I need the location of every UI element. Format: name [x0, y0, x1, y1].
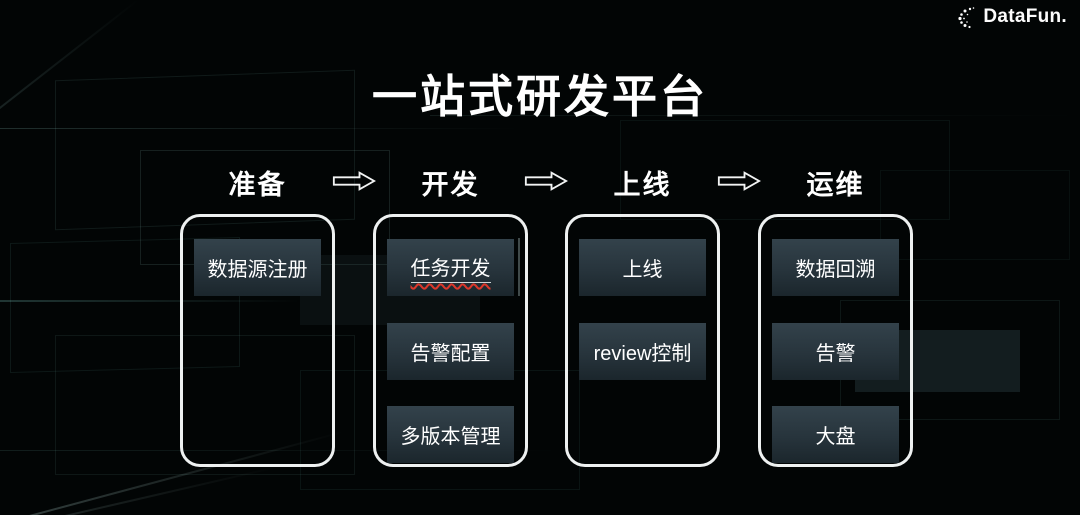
flow-item: 告警配置: [387, 323, 514, 380]
flow-item-label: 数据源注册: [207, 259, 308, 281]
flow-item: 多版本管理: [387, 406, 514, 463]
flow-item: 大盘: [772, 406, 899, 463]
stage-title-prepare: 准备: [228, 170, 287, 200]
flow-item-label: 任务开发: [410, 252, 491, 283]
flow-item: 数据回溯: [772, 239, 899, 296]
flow-item-label: 上线: [622, 259, 663, 281]
panel-prepare: 数据源注册: [180, 214, 335, 467]
page-title: 一站式研发平台: [371, 71, 708, 122]
right-arrow-icon: [717, 171, 761, 191]
dots-cluster-icon: [958, 7, 975, 29]
flow-item: 任务开发: [387, 239, 514, 296]
flow-item-label: review控制: [593, 343, 692, 365]
circuit-trace: [0, 128, 520, 129]
stage-title-launch: 上线: [613, 170, 672, 200]
flow-item: 数据源注册: [194, 239, 321, 296]
flow-item: 上线: [579, 239, 706, 296]
flow-item-label: 大盘: [815, 426, 856, 448]
right-arrow-icon: [524, 171, 568, 191]
right-arrow-icon: [332, 171, 376, 191]
datafun-logo: DataFun.: [957, 5, 1067, 29]
flow-item-label: 数据回溯: [795, 259, 876, 281]
stage-title-operate: 运维: [806, 170, 865, 200]
circuit-trace: [0, 466, 277, 515]
logo-text: DataFun.: [983, 6, 1067, 27]
flow-item-label: 多版本管理: [400, 426, 501, 448]
stage-title-develop: 开发: [421, 170, 480, 200]
panel-develop: 任务开发 告警配置 多版本管理: [373, 214, 528, 467]
flow-item-label: 告警: [815, 343, 856, 365]
panel-launch: 上线 review控制: [565, 214, 720, 467]
flow-item: review控制: [579, 323, 706, 380]
flow-item-label: 告警配置: [410, 343, 491, 365]
flow-item: 告警: [772, 323, 899, 380]
panel-operate: 数据回溯 告警 大盘: [758, 214, 913, 467]
